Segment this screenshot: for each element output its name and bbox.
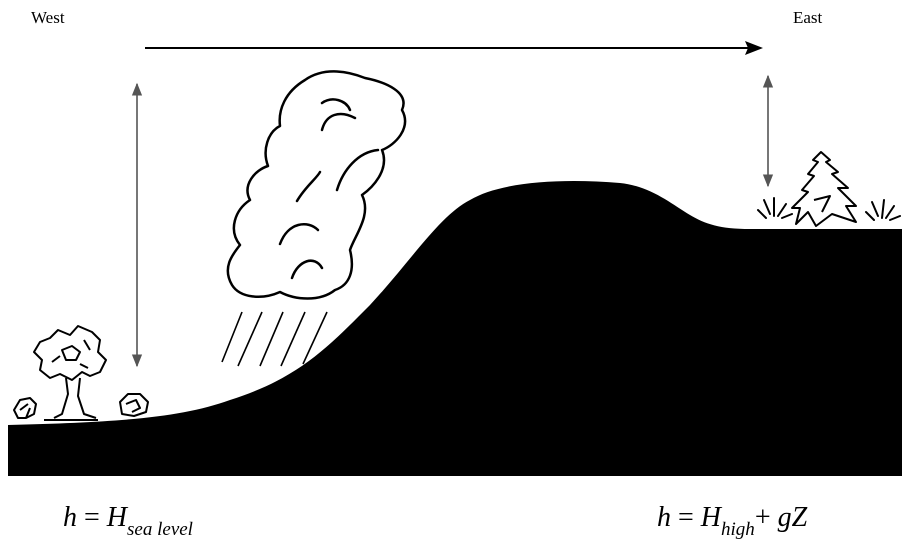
west-label: West: [31, 8, 65, 27]
grass-icon: [865, 199, 901, 221]
formula-subscript: high: [721, 519, 755, 540]
rain-icon: [221, 311, 328, 367]
formula-lhs: h: [657, 502, 671, 533]
ground-profile: [8, 181, 902, 476]
tree-icon: [33, 325, 107, 421]
bush-icon: [119, 393, 149, 417]
formula-equals: =: [84, 502, 100, 533]
formula-term: gZ: [777, 502, 808, 533]
formula-subscript: sea level: [127, 519, 193, 540]
formula-lhs: h: [63, 502, 77, 533]
bush-icon: [13, 397, 37, 419]
wind-arrow-icon: [145, 41, 763, 55]
formula-plus: +: [754, 502, 771, 533]
formula-var: H: [700, 502, 722, 533]
pine-tree-icon: [791, 151, 857, 227]
grass-icon: [757, 197, 793, 219]
cloud-icon: [226, 70, 407, 300]
east-label: East: [793, 8, 823, 27]
formula-equals: =: [678, 502, 694, 533]
formula-high: h = Hhigh+ gZ: [657, 502, 807, 541]
formula-sea-level: h = Hsea level: [63, 502, 193, 541]
formula-var: H: [106, 502, 128, 533]
